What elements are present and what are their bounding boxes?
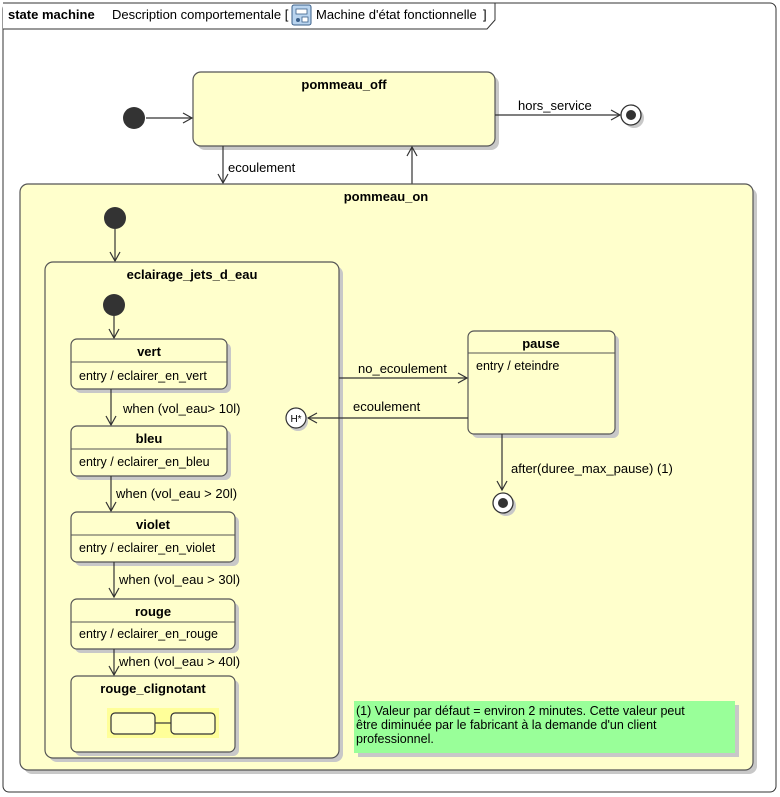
frame-kind: state machine: [8, 7, 95, 22]
state-rouge-clignotant-name: rouge_clignotant: [100, 681, 206, 696]
state-rouge[interactable]: [70, 598, 236, 650]
state-eclairage-name: eclairage_jets_d_eau: [127, 267, 258, 282]
state-pause-name: pause: [522, 336, 560, 351]
final-state-pause[interactable]: [492, 492, 516, 516]
diagram-name: Machine d'état fonctionnelle: [316, 7, 477, 22]
state-violet-name: violet: [136, 517, 171, 532]
deep-history-state[interactable]: [285, 407, 307, 429]
state-pommeau-off-name: pommeau_off: [301, 77, 387, 92]
frame-title: Description comportementale [: [112, 7, 289, 22]
state-rouge-entry: entry / eclairer_en_rouge: [79, 627, 218, 641]
label-when-30: when (vol_eau > 30l): [118, 572, 240, 587]
initial-state-eclairage[interactable]: [103, 294, 125, 316]
final-state-top[interactable]: [620, 104, 644, 128]
state-vert-entry: entry / eclairer_en_vert: [79, 369, 207, 383]
state-bleu[interactable]: [70, 425, 228, 477]
initial-state-on[interactable]: [104, 207, 126, 229]
diagram-icon: [291, 4, 312, 26]
state-violet[interactable]: [70, 511, 236, 563]
state-pommeau-on-name: pommeau_on: [344, 189, 429, 204]
deep-history-label: H*: [290, 414, 301, 425]
state-bleu-entry: entry / eclairer_en_bleu: [79, 455, 210, 469]
label-hors-service: hors_service: [518, 98, 592, 113]
label-after-pause: after(duree_max_pause) (1): [511, 461, 673, 476]
label-when-10: when (vol_eau> 10l): [122, 401, 240, 416]
state-rouge-name: rouge: [135, 604, 171, 619]
state-violet-entry: entry / eclairer_en_violet: [79, 541, 216, 555]
state-vert-name: vert: [137, 344, 162, 359]
state-pommeau-off[interactable]: [192, 71, 496, 147]
label-when-20: when (vol_eau > 20l): [115, 486, 237, 501]
submachine-icon: [107, 708, 219, 738]
label-no-ecoulement: no_ecoulement: [358, 361, 447, 376]
note-line-3: professionnel.: [356, 732, 434, 746]
state-pause-entry: entry / eteindre: [476, 359, 559, 373]
label-ecoulement-top: ecoulement: [228, 160, 296, 175]
frame-close-bracket: ]: [483, 7, 487, 22]
label-ecoulement-history: ecoulement: [353, 399, 421, 414]
state-bleu-name: bleu: [136, 431, 163, 446]
note-box: [354, 701, 735, 753]
initial-state-top[interactable]: [123, 107, 145, 129]
note-line-1: (1) Valeur par défaut = environ 2 minute…: [356, 704, 685, 718]
state-vert[interactable]: [70, 338, 228, 390]
label-when-40: when (vol_eau > 40l): [118, 654, 240, 669]
frame-header: [3, 2, 496, 30]
note-line-2: être diminuée par le fabricant à la dema…: [356, 718, 657, 732]
